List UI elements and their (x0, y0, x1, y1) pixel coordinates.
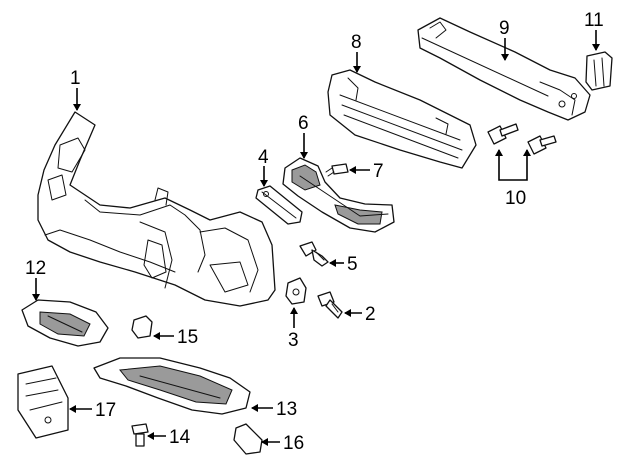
bolt-pair-part (487, 123, 557, 155)
callout-15: 15 (177, 327, 198, 348)
callout-16: 16 (283, 433, 304, 454)
callout-3: 3 (288, 330, 299, 351)
callout-6: 6 (298, 113, 309, 134)
callout-4: 4 (258, 147, 269, 168)
mounting-bracket-part (585, 51, 613, 91)
callout-12: 12 (25, 258, 46, 279)
side-bracket-part (255, 185, 303, 225)
leader-lines (32, 30, 600, 446)
reinforcement-beam-part (417, 17, 591, 121)
engine-under-cover-part (93, 357, 251, 415)
callout-2: 2 (365, 304, 376, 325)
energy-absorber-part (327, 69, 477, 169)
bumper-cover-part (37, 111, 276, 307)
bolt-part (299, 241, 329, 267)
splash-shield-part (21, 299, 109, 347)
callout-9: 9 (499, 18, 510, 39)
lower-absorber-part (282, 157, 395, 233)
callout-11: 11 (584, 10, 604, 31)
hex-bolt-part (131, 423, 149, 447)
guide-bracket-part (233, 423, 263, 455)
callout-14: 14 (169, 427, 191, 448)
license-bracket-part (17, 365, 69, 439)
callout-10: 10 (505, 188, 526, 209)
screw-part (317, 291, 343, 319)
clip-part (325, 163, 349, 177)
callout-13: 13 (276, 399, 297, 420)
clip-nut-part (285, 277, 307, 305)
callout-8: 8 (351, 32, 362, 53)
callout-1: 1 (70, 68, 81, 89)
callout-17: 17 (95, 400, 116, 421)
callout-5: 5 (347, 254, 358, 275)
callout-7: 7 (373, 161, 384, 182)
small-bracket-part (131, 315, 153, 339)
